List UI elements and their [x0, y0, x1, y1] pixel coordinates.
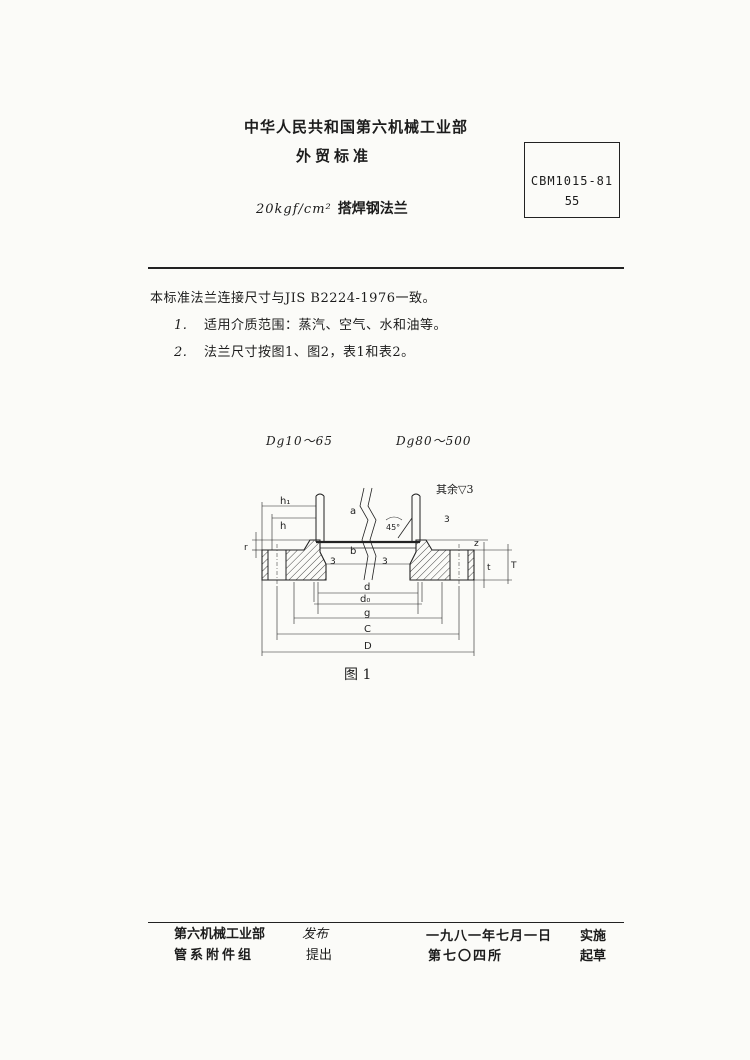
clause-1: 1. 适用介质范围：蒸汽、空气、水和油等。 [174, 314, 447, 333]
footer-implement: 实施 [580, 929, 607, 944]
label-h1: h₁ [280, 496, 290, 507]
label-fin3-top: 3 [444, 515, 450, 525]
footer-date: 一九八一年七月一日 [426, 929, 553, 944]
clause-2-number: 2. [174, 345, 188, 360]
label-h: h [280, 521, 286, 532]
label-d0: d₀ [360, 594, 370, 605]
bevel-line [397, 517, 413, 539]
size-range-left: Dg10～65 [266, 434, 333, 448]
header-divider [148, 267, 624, 269]
label-T: T [510, 561, 517, 571]
flange-drawing: a b h₁ h 45° r z t T 3 3 3 d d₀ g C D [244, 487, 517, 656]
ministry-name: 中华人民共和国第六机械工业部 [244, 118, 469, 136]
footer-issued: 发布 [302, 927, 329, 942]
size-range-right: Dg80～500 [396, 434, 472, 448]
footer-institute: 第七〇四所 [428, 949, 504, 964]
label-z: z [474, 539, 479, 549]
title-pressure: 20kgf/cm² [256, 202, 332, 217]
document-title: 20kgf/cm² 搭焊钢法兰 [256, 198, 408, 218]
label-d: d [364, 582, 370, 593]
figure-caption: 图 1 [344, 667, 372, 683]
drawing-labels: a b h₁ h 45° r z t T 3 3 3 d d₀ g C D [244, 496, 517, 652]
footer-drafted: 起草 [580, 949, 607, 964]
standard-type: 外贸标准 [296, 147, 373, 165]
intro-paragraph: 本标准法兰连接尺寸与JIS B2224-1976一致。 [150, 291, 436, 306]
clause-2: 2. 法兰尺寸按图1、图2，表1和表2。 [174, 341, 415, 360]
footer-proposed: 提出 [306, 948, 333, 963]
label-t: t [487, 563, 491, 573]
pipe-right-wall [411, 493, 421, 542]
pipe-break-line [359, 487, 369, 581]
surface-finish-note: 其余▽3 [436, 483, 474, 496]
label-r: r [244, 543, 248, 553]
standard-code-box: CBM1015-81 55 [524, 142, 620, 218]
label-D: D [364, 641, 372, 652]
page-number: 55 [564, 194, 580, 208]
footer-group: 管系附件组 [174, 948, 255, 963]
label-a: a [350, 506, 356, 517]
label-C: C [364, 624, 371, 635]
title-name: 搭焊钢法兰 [337, 201, 408, 217]
clause-1-number: 1. [174, 318, 188, 333]
pipe-left-wall [315, 493, 325, 542]
footer-department: 第六机械工业部 [174, 927, 266, 942]
standard-code: CBM1015-81 [530, 174, 614, 188]
clause-2-text: 法兰尺寸按图1、图2，表1和表2。 [204, 345, 415, 360]
clause-1-text: 适用介质范围：蒸汽、空气、水和油等。 [204, 318, 448, 333]
label-b: b [350, 546, 356, 557]
label-angle: 45° [386, 523, 400, 532]
footer-divider [148, 922, 624, 923]
label-fin3-left: 3 [330, 557, 336, 567]
label-g: g [364, 608, 370, 619]
label-fin3-right: 3 [382, 557, 388, 567]
